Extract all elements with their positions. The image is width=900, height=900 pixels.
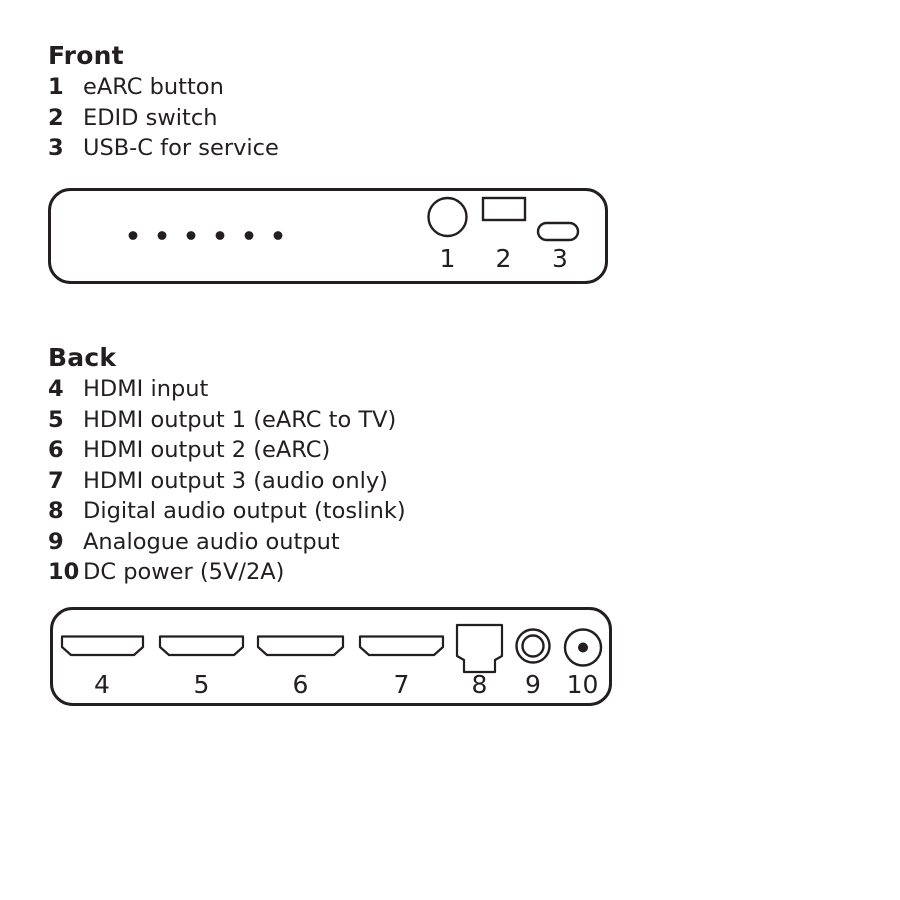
toslink-port-shape: [455, 623, 504, 674]
legend-item-label: HDMI input: [83, 376, 209, 402]
port-number-label: 3: [552, 244, 568, 273]
legend-item-label: HDMI output 1 (eARC to TV): [83, 406, 397, 433]
usbc-port-shape: [536, 221, 580, 242]
port-number-label: 7: [394, 670, 410, 699]
legend-item-label: HDMI output 3 (audio only): [83, 467, 388, 494]
legend-item-number: 7: [48, 467, 64, 494]
legend-item-number: 9: [48, 528, 64, 555]
led-dot: [215, 231, 225, 240]
front-section-heading: Front: [48, 41, 124, 70]
legend-item-number: 2: [48, 104, 64, 131]
port-number-label: 2: [496, 244, 512, 273]
legend-item: 10 DC power (5V/2A): [48, 557, 406, 588]
legend-item-label: Digital audio output (toslink): [83, 498, 406, 524]
led-dot: [157, 231, 167, 240]
legend-item-number: 1: [48, 74, 64, 100]
led-dot: [128, 231, 138, 240]
edid-switch-shape: [481, 196, 527, 222]
front-legend-list: 1 eARC button 2 EDID switch 3 USB-C for …: [48, 72, 279, 164]
legend-item: 1 eARC button: [48, 72, 279, 103]
earc-button-shape: [427, 196, 468, 238]
rca-jack-inner-shape: [521, 634, 545, 658]
port-number-label: 1: [440, 244, 456, 273]
legend-item: 9 Analogue audio output: [48, 527, 406, 558]
port-number-label: 10: [567, 670, 599, 699]
led-dot: [186, 231, 196, 240]
legend-item-label: HDMI output 2 (eARC): [83, 437, 331, 463]
hdmi-output2-port-shape: [256, 635, 345, 657]
legend-item: 7 HDMI output 3 (audio only): [48, 466, 406, 497]
legend-item: 3 USB-C for service: [48, 133, 279, 164]
legend-item: 6 HDMI output 2 (eARC): [48, 435, 406, 466]
legend-item: 8 Digital audio output (toslink): [48, 496, 406, 527]
hdmi-output3-port-shape: [358, 635, 445, 657]
legend-item-number: 3: [48, 135, 64, 161]
hdmi-input-port-shape: [60, 635, 145, 657]
legend-item-number: 5: [48, 406, 64, 433]
legend-item-number: 10: [48, 559, 80, 585]
port-number-label: 4: [94, 670, 110, 699]
legend-item-number: 4: [48, 376, 64, 402]
back-legend-list: 4 HDMI input 5 HDMI output 1 (eARC to TV…: [48, 374, 406, 588]
front-panel-outline: [48, 188, 608, 284]
port-number-label: 5: [194, 670, 210, 699]
led-indicator-dots: [128, 231, 283, 240]
port-number-label: 6: [293, 670, 309, 699]
led-dot: [244, 231, 254, 240]
front-panel-diagram: 1 2 3: [48, 188, 608, 284]
legend-item-label: USB-C for service: [83, 135, 279, 161]
legend-item-number: 8: [48, 498, 64, 524]
legend-item: 4 HDMI input: [48, 374, 406, 405]
port-number-label: 8: [472, 670, 488, 699]
hdmi-output1-port-shape: [158, 635, 245, 657]
legend-item-label: eARC button: [83, 74, 224, 100]
legend-item: 2 EDID switch: [48, 103, 279, 134]
back-section-heading: Back: [48, 343, 117, 372]
legend-item-number: 6: [48, 437, 64, 463]
port-number-label: 9: [525, 670, 541, 699]
legend-item: 5 HDMI output 1 (eARC to TV): [48, 405, 406, 436]
led-dot: [273, 231, 283, 240]
dc-power-pin-dot: [578, 642, 588, 653]
back-panel-diagram: 4 5 6 7 8 9 10: [50, 607, 612, 706]
legend-item-label: EDID switch: [83, 104, 218, 131]
legend-item-label: DC power (5V/2A): [83, 559, 285, 585]
legend-item-label: Analogue audio output: [83, 528, 340, 555]
